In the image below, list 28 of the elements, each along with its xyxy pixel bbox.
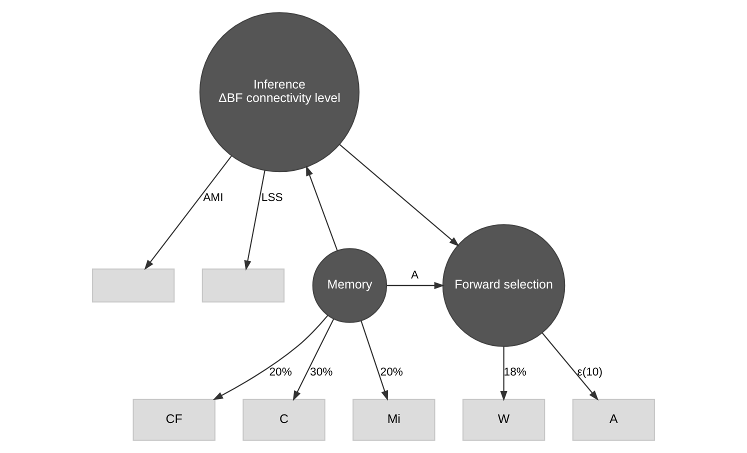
arrow: [542, 332, 599, 401]
node-box: [202, 268, 285, 302]
edge-label: ε(10): [577, 366, 602, 379]
arrow: [144, 156, 232, 270]
node-box: Mi: [352, 398, 436, 441]
edge-label: 20%: [380, 366, 403, 379]
node-box: [92, 268, 175, 302]
arrow: [212, 315, 328, 400]
edge-label: AMI: [203, 192, 224, 204]
arrow: [500, 346, 508, 402]
node-circle: Inference ΔBF connectivity level: [199, 12, 360, 172]
arrow: [244, 170, 266, 271]
arrow: [386, 282, 445, 290]
node-circle: Memory: [312, 248, 388, 323]
arrow: [306, 166, 338, 251]
arrow: [292, 318, 334, 401]
node-circle: Forward selection: [442, 224, 566, 347]
node-box: C: [242, 398, 326, 441]
node-box: A: [572, 398, 656, 441]
arrow: [339, 144, 460, 247]
edge-label: 30%: [310, 366, 333, 379]
edge-label: 20%: [269, 366, 292, 379]
node-box: CF: [132, 398, 216, 441]
edge-label: LSS: [261, 192, 283, 204]
edge-label: A: [411, 270, 419, 282]
arrow: [360, 320, 388, 401]
node-box: W: [462, 398, 546, 441]
edge-label: 18%: [504, 366, 526, 379]
